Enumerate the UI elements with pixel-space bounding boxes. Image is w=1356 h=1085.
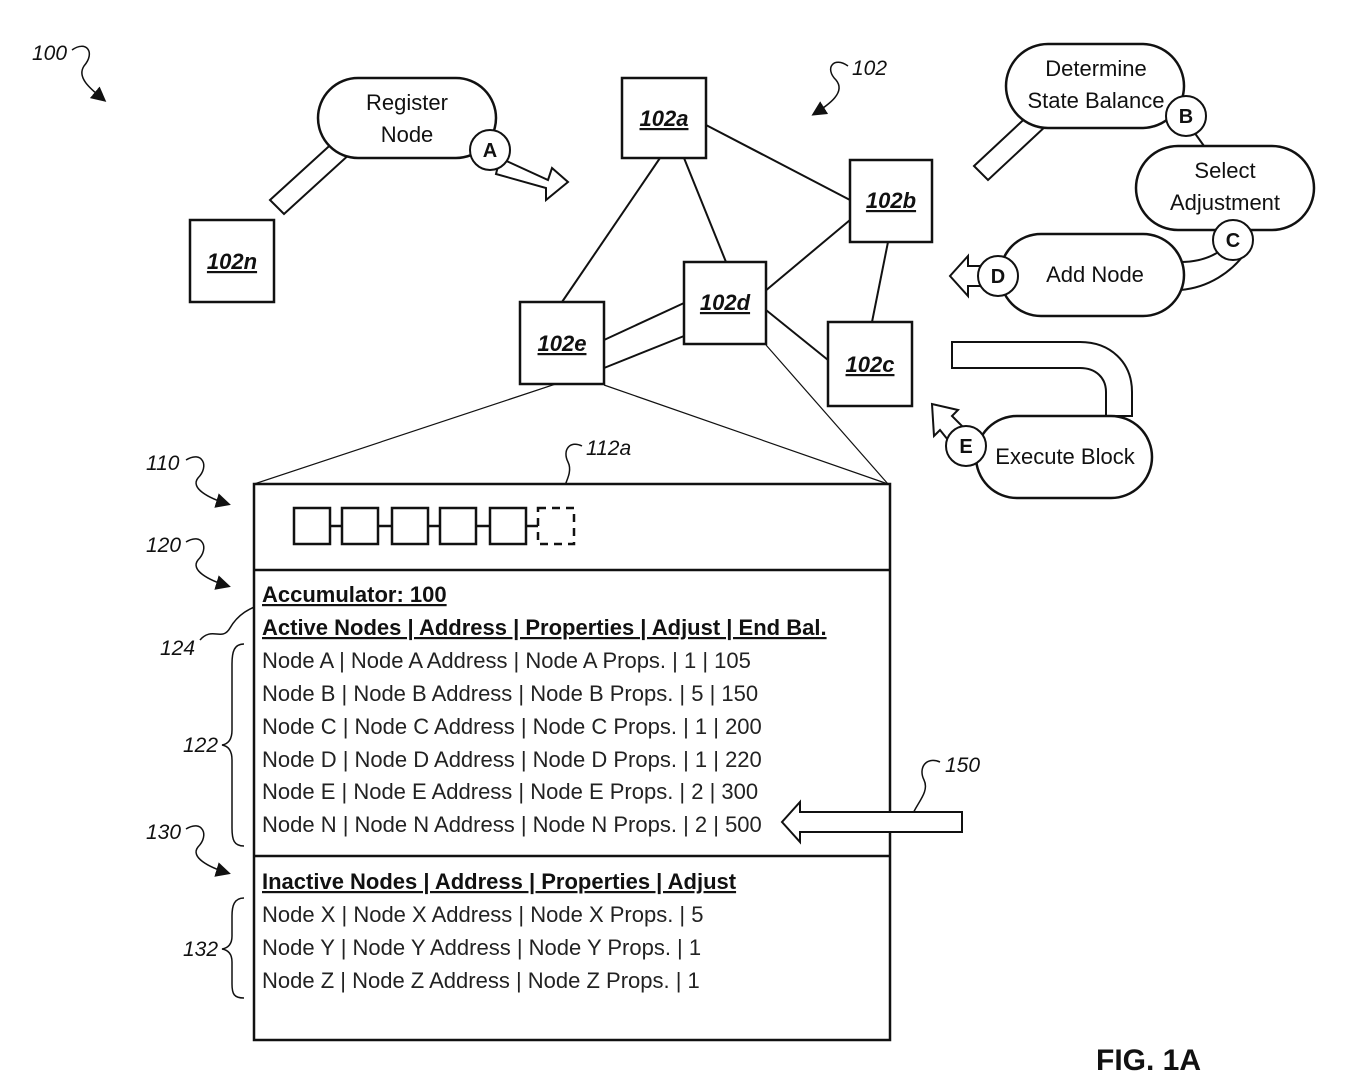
step-execute-block: Execute Block E [932,342,1152,498]
ref-132-label: 132 [183,938,218,961]
node-102d-label: 102d [700,290,751,315]
add-node-label: Add Node [1046,262,1144,287]
select-line2: Adjustment [1170,190,1280,215]
marker-b: B [1179,106,1193,128]
node-102c-label: 102c [846,352,895,377]
active-row: Node D | Node D Address | Node D Props. … [262,747,762,772]
node-102n: 102n [190,220,274,302]
node-102c: 102c [828,322,912,406]
active-row: Node A | Node A Address | Node A Props. … [262,648,751,673]
register-arrow [496,158,568,200]
step-register-node: Register Node A [270,78,568,214]
ref-100: 100 [32,42,104,100]
ref-110: 110 [146,452,228,504]
ref-122: 122 [183,644,244,846]
marker-e: E [959,436,972,458]
figure-label: FIG. 1A [1096,1044,1201,1077]
execute-loop [952,342,1132,416]
marker-b-group: B [1166,96,1206,136]
ledger-panel: Accumulator: 100 Active Nodes | Address … [254,484,890,1040]
node-102b-label: 102b [866,188,916,213]
ref-110-label: 110 [146,452,180,475]
ref-130: 130 [146,821,228,873]
active-row: Node B | Node B Address | Node B Props. … [262,681,758,706]
inactive-nodes-header: Inactive Nodes | Address | Properties | … [262,869,737,894]
determine-line1: Determine [1045,56,1146,81]
ref-132: 132 [183,898,244,998]
step-add-node: Add Node D [950,234,1184,316]
node-102b: 102b [850,160,932,242]
ref-102-label: 102 [852,57,887,80]
active-row: Node N | Node N Address | Node N Props. … [262,812,762,837]
active-row: Node E | Node E Address | Node E Props. … [262,779,758,804]
marker-a: A [483,140,497,162]
node-102a: 102a [622,78,706,158]
ref-124: 124 [160,604,262,660]
select-line1: Select [1194,158,1255,183]
accumulator-label: Accumulator: 100 [262,582,447,607]
pending-block [538,508,574,544]
ref-124-label: 124 [160,637,195,660]
ref-100-label: 100 [32,42,67,65]
ref-130-label: 130 [146,821,181,844]
active-row: Node C | Node C Address | Node C Props. … [262,714,762,739]
marker-d: D [991,266,1005,288]
ref-122-label: 122 [183,734,218,757]
node-102a-label: 102a [640,106,689,131]
register-line2: Node [381,122,434,147]
ref-112a-label: 112a [586,437,631,460]
node-102e: 102e [520,302,604,384]
register-line1: Register [366,90,448,115]
node-102d: 102d [684,262,766,344]
node-102n-label: 102n [207,249,257,274]
ref-150-label: 150 [945,754,980,777]
determine-line2: State Balance [1028,88,1165,113]
ref-120-label: 120 [146,534,181,557]
ref-120: 120 [146,534,228,586]
execute-block-label: Execute Block [995,444,1135,469]
inactive-row: Node Z | Node Z Address | Node Z Props. … [262,968,700,993]
inactive-row: Node X | Node X Address | Node X Props. … [262,902,704,927]
inactive-row: Node Y | Node Y Address | Node Y Props. … [262,935,701,960]
marker-c: C [1226,230,1240,252]
active-nodes-header: Active Nodes | Address | Properties | Ad… [262,615,827,640]
ref-150: 150 [912,754,980,816]
node-102e-label: 102e [538,331,587,356]
ref-102: 102 [814,57,887,114]
